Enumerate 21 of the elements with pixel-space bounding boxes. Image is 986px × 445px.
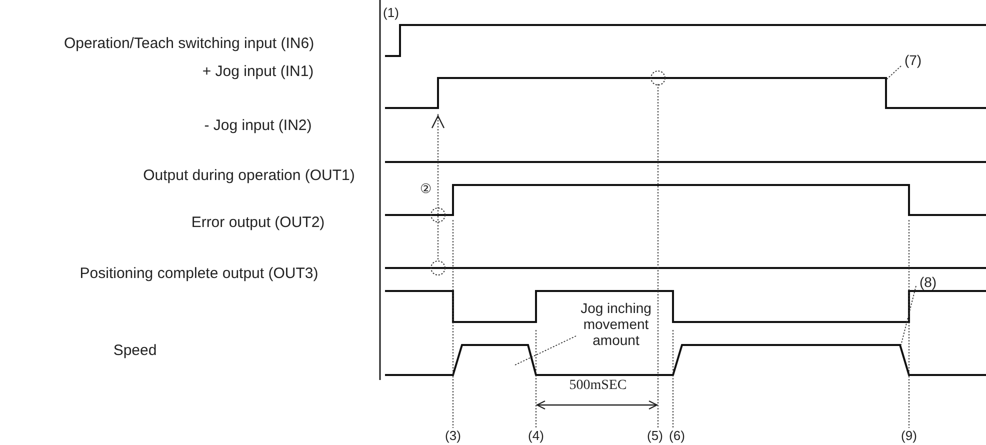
signal-label: Output during operation (OUT1) xyxy=(142,167,356,184)
annotation-text: (8) xyxy=(915,274,941,290)
leader-line xyxy=(900,286,916,346)
annotation-text: (7) xyxy=(900,52,926,68)
signal-label: + Jog input (IN1) xyxy=(201,63,315,80)
callout-number: (4) xyxy=(527,429,545,444)
callout-number: ② xyxy=(419,182,433,197)
callout-number: (9) xyxy=(900,429,918,444)
callout-number: (3) xyxy=(444,429,462,444)
leader-line xyxy=(886,66,902,80)
annotation-text: Jog inching movement amount xyxy=(566,300,666,348)
signal-label: - Jog input (IN2) xyxy=(203,117,313,134)
signal-label: Positioning complete output (OUT3) xyxy=(78,265,320,282)
callout-number: (5) xyxy=(646,429,664,444)
leader-line xyxy=(514,336,576,366)
signal-label: Operation/Teach switching input (IN6) xyxy=(62,35,316,52)
callout-number: (6) xyxy=(668,429,686,444)
signal-label: Error output (OUT2) xyxy=(190,214,326,232)
signal-label: Speed xyxy=(112,342,158,360)
callout-number: (1) xyxy=(382,6,400,21)
dimension-label: 500mSEC xyxy=(568,378,628,394)
